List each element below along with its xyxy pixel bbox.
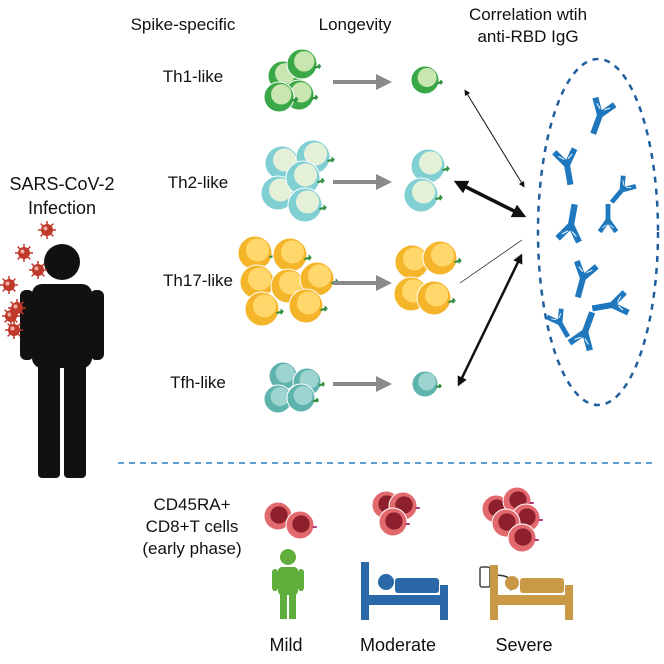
cd8-severe-cell-4 <box>507 523 539 553</box>
tfh-cell-cluster <box>263 361 326 414</box>
antibody-icon <box>590 96 617 135</box>
virus-icon <box>15 244 33 262</box>
cd8-label-line2: CD8+T cells <box>146 517 239 536</box>
row-label-th2: Th2-like <box>168 173 228 192</box>
antibody-icon <box>545 308 571 339</box>
header-spike-specific: Spike-specific <box>131 15 236 34</box>
standing-person-icon <box>272 549 304 619</box>
cells-th1-r-cell-0 <box>410 65 444 95</box>
virus-icon <box>38 221 56 239</box>
antibody-icon <box>567 311 596 352</box>
correlation-arrow-th2 <box>453 180 527 218</box>
virus-icon <box>0 276 18 294</box>
virus-icon <box>29 261 47 279</box>
cd8-label-line1: CD45RA+ <box>153 495 230 514</box>
antibody-icon <box>574 260 599 299</box>
cells-th17-r-cell-3 <box>416 280 456 316</box>
th2-remaining-cells <box>403 148 450 213</box>
cells-th2-r-cell-1 <box>403 177 443 213</box>
header-longevity: Longevity <box>319 15 392 34</box>
severity-label-mild: Mild <box>269 635 302 655</box>
correlation-line-th17 <box>459 239 523 284</box>
hospital-bed-icon <box>361 562 448 620</box>
row-label-th17: Th17-like <box>163 271 233 290</box>
tfh-remaining-cells <box>411 370 442 398</box>
antibody-icon <box>591 290 630 316</box>
cells-th1-cell-1 <box>286 48 322 80</box>
cells-th17-cell-1 <box>272 237 312 273</box>
infection-label-line1: SARS-CoV-2 <box>9 174 114 194</box>
correlation-arrow-tfh <box>457 253 523 387</box>
cd8-cells-mild <box>263 501 317 540</box>
th1-cell-cluster <box>263 48 322 113</box>
cd8-cells-severe <box>481 486 543 553</box>
cd8-cells-moderate <box>371 490 420 537</box>
th2-cell-cluster <box>260 139 335 223</box>
antibody-pool-oval <box>536 57 660 407</box>
antibody-icon <box>555 203 582 244</box>
cd8-mild-cell-1 <box>285 510 317 540</box>
correlation-arrow-th1 <box>464 89 525 188</box>
th17-remaining-cells <box>393 240 462 316</box>
header-correlation-line1: Correlation wtih <box>469 5 587 24</box>
cells-th2-r-cell-0 <box>410 148 450 184</box>
row-label-tfh: Tfh-like <box>170 373 226 392</box>
antibody-icon <box>597 204 619 234</box>
header-correlation-line2: anti-RBD IgG <box>477 27 578 46</box>
cells-th17-cell-0 <box>237 235 277 271</box>
th1-remaining-cells <box>410 65 444 95</box>
cells-tfh-cell-3 <box>286 383 320 413</box>
row-label-th1: Th1-like <box>163 67 223 86</box>
infection-label-line2: Infection <box>28 198 96 218</box>
cells-th17-r-cell-1 <box>422 240 462 276</box>
cells-tfh-r-cell-0 <box>411 370 442 398</box>
person-silhouette-icon <box>20 244 104 478</box>
icu-bed-icon <box>479 565 573 620</box>
cd8-label-line3: (early phase) <box>142 539 241 558</box>
virus-particles <box>0 221 56 339</box>
virus-icon <box>5 321 23 339</box>
cd8-mild-cell-0 <box>263 501 295 531</box>
cd8-moderate-cell-2 <box>378 507 410 537</box>
severity-label-moderate: Moderate <box>360 635 436 655</box>
th17-cell-cluster <box>237 235 339 327</box>
antibody-icon <box>552 147 578 186</box>
antibody-icon <box>609 175 637 204</box>
cells-th2-cell-2 <box>260 175 300 211</box>
severity-label-severe: Severe <box>495 635 552 655</box>
antibody-group <box>545 96 637 352</box>
cells-th2-cell-4 <box>287 187 327 223</box>
cells-th2-cell-3 <box>285 160 325 196</box>
virus-icon <box>8 299 26 317</box>
cells-th17-cell-5 <box>244 291 284 327</box>
cells-th1-cell-3 <box>263 81 299 113</box>
cells-th17-cell-6 <box>288 288 328 324</box>
